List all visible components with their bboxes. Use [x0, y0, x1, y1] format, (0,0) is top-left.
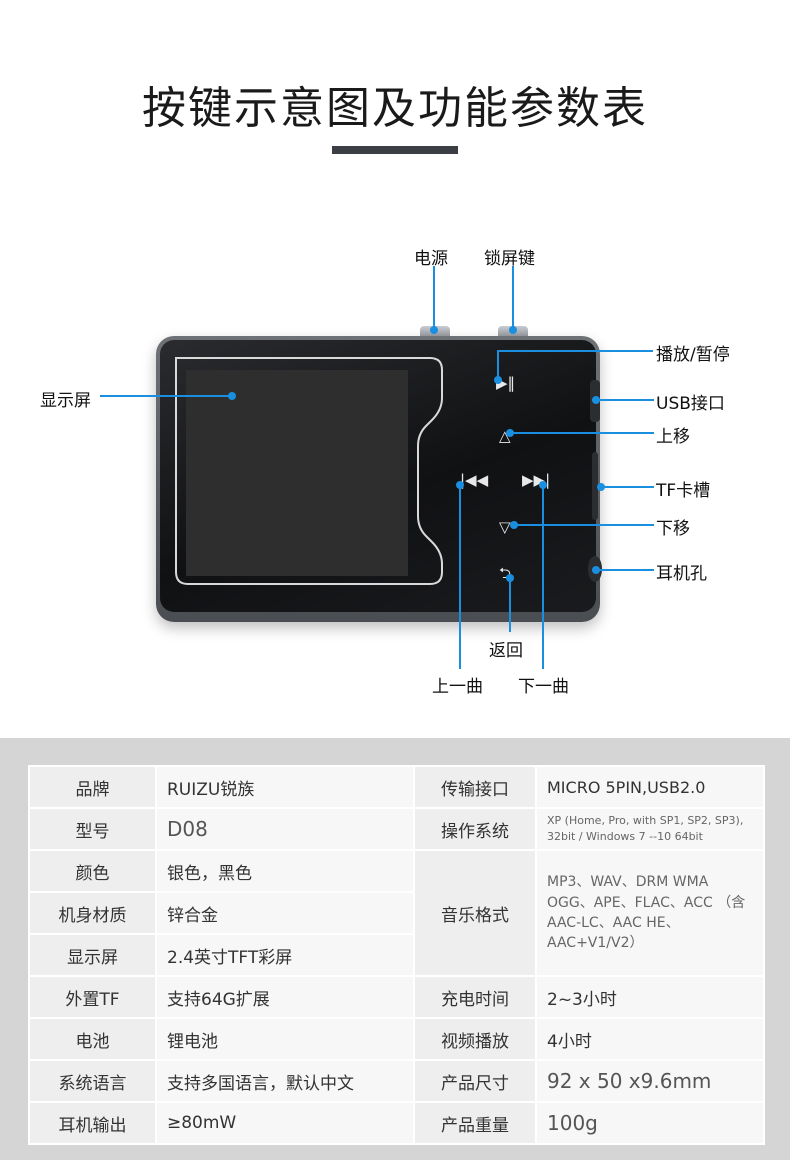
callout-play-pause: 播放/暂停 — [656, 345, 730, 365]
callout-down: 下移 — [656, 519, 690, 539]
leader-next — [542, 485, 544, 669]
spec-key: 颜色 — [28, 849, 157, 893]
table-row: 型号 D08 操作系统 XP (Home, Pro, with SP1, SP2… — [28, 807, 765, 851]
table-row: 系统语言 支持多国语言，默认中文 产品尺寸 92 x 50 x9.6mm — [28, 1059, 765, 1103]
table-row: 外置TF 支持64G扩展 充电时间 2~3小时 — [28, 975, 765, 1019]
prev-icon: |◀◀ — [460, 471, 489, 489]
callout-usb: USB接口 — [656, 394, 725, 414]
spec-value: XP (Home, Pro, with SP1, SP2, SP3), 32bi… — [535, 807, 765, 851]
callout-screen: 显示屏 — [40, 391, 91, 411]
table-row: 机身材质 锌合金 — [28, 891, 764, 935]
leader-tf — [601, 486, 654, 488]
spec-section: 品牌 RUIZU锐族 传输接口 MICRO 5PIN,USB2.0 型号 D08… — [0, 738, 790, 1160]
leader-usb — [596, 399, 654, 401]
spec-key: 操作系统 — [413, 807, 537, 851]
callout-headphone: 耳机孔 — [656, 564, 707, 584]
callout-power: 电源 — [414, 249, 448, 269]
dot-power — [430, 326, 438, 334]
table-row: 品牌 RUIZU锐族 传输接口 MICRO 5PIN,USB2.0 — [28, 765, 765, 809]
spec-key: 品牌 — [28, 765, 157, 809]
dot-usb — [592, 396, 600, 404]
spec-key: 系统语言 — [28, 1059, 157, 1103]
spec-key: 机身材质 — [28, 891, 157, 935]
spec-value: 100g — [535, 1101, 765, 1145]
table-row: 颜色 银色，黑色 音乐格式 MP3、WAV、DRM WMA OGG、APE、FL… — [28, 849, 765, 977]
callout-prev: 上一曲 — [432, 677, 483, 697]
spec-key: 显示屏 — [28, 933, 157, 977]
spec-key: 充电时间 — [413, 975, 537, 1019]
leader-prev — [459, 485, 461, 669]
leader-down — [514, 524, 654, 526]
leader-play-pause-v — [497, 350, 499, 378]
leader-lock — [512, 266, 514, 328]
spec-value: ≥80mW — [155, 1101, 415, 1145]
spec-key: 传输接口 — [413, 765, 537, 809]
dot-lock — [509, 326, 517, 334]
spec-value: 2.4英寸TFT彩屏 — [155, 933, 415, 977]
down-icon: ▽ — [499, 518, 511, 536]
spec-key: 产品重量 — [413, 1101, 537, 1145]
leader-play-pause-h — [497, 350, 653, 352]
spec-key: 外置TF — [28, 975, 157, 1019]
dot-play-pause — [494, 376, 502, 384]
spec-key: 型号 — [28, 807, 157, 851]
spec-key: 电池 — [28, 1017, 157, 1061]
spec-value: MICRO 5PIN,USB2.0 — [535, 765, 765, 809]
spec-value: 支持多国语言，默认中文 — [155, 1059, 415, 1103]
callout-next: 下一曲 — [518, 677, 569, 697]
table-row: 电池 锂电池 视频播放 4小时 — [28, 1017, 765, 1061]
device-face: ▶‖ △ |◀◀ ▶▶| ▽ ⮌ — [160, 340, 596, 612]
spec-value: MP3、WAV、DRM WMA OGG、APE、FLAC、ACC （含AAC-L… — [535, 849, 765, 977]
mp3-player-device: ▶‖ △ |◀◀ ▶▶| ▽ ⮌ — [156, 336, 600, 622]
callout-lock: 锁屏键 — [484, 249, 535, 269]
spec-value: 锂电池 — [155, 1017, 415, 1061]
title-underline — [332, 146, 458, 154]
spec-table: 品牌 RUIZU锐族 传输接口 MICRO 5PIN,USB2.0 型号 D08… — [28, 765, 765, 1145]
page-title: 按键示意图及功能参数表 — [142, 83, 648, 134]
spec-key: 产品尺寸 — [413, 1059, 537, 1103]
spec-value: 92 x 50 x9.6mm — [535, 1059, 765, 1103]
spec-key: 耳机输出 — [28, 1101, 157, 1145]
spec-value: 2~3小时 — [535, 975, 765, 1019]
spec-value: 4小时 — [535, 1017, 765, 1061]
spec-key: 音乐格式 — [413, 849, 537, 977]
table-row: 耳机输出 ≥80mW 产品重量 100g — [28, 1101, 765, 1145]
leader-power — [433, 266, 435, 328]
leader-screen — [100, 395, 232, 397]
leader-up — [510, 432, 654, 434]
leader-back — [509, 578, 511, 632]
tf-slot — [592, 452, 598, 520]
spec-value: D08 — [155, 807, 415, 851]
table-row: 显示屏 2.4英寸TFT彩屏 — [28, 933, 764, 977]
screen-bezel — [175, 357, 443, 585]
callout-up: 上移 — [656, 427, 690, 447]
display-screen — [186, 370, 408, 576]
leader-headphone — [596, 569, 654, 571]
callout-back: 返回 — [489, 641, 523, 661]
spec-value: 银色，黑色 — [155, 849, 415, 893]
callout-tf: TF卡槽 — [656, 481, 711, 501]
dot-screen — [228, 392, 236, 400]
spec-value: 支持64G扩展 — [155, 975, 415, 1019]
spec-value: 锌合金 — [155, 891, 415, 935]
up-icon: △ — [499, 427, 511, 445]
spec-value: RUIZU锐族 — [155, 765, 415, 809]
spec-key: 视频播放 — [413, 1017, 537, 1061]
